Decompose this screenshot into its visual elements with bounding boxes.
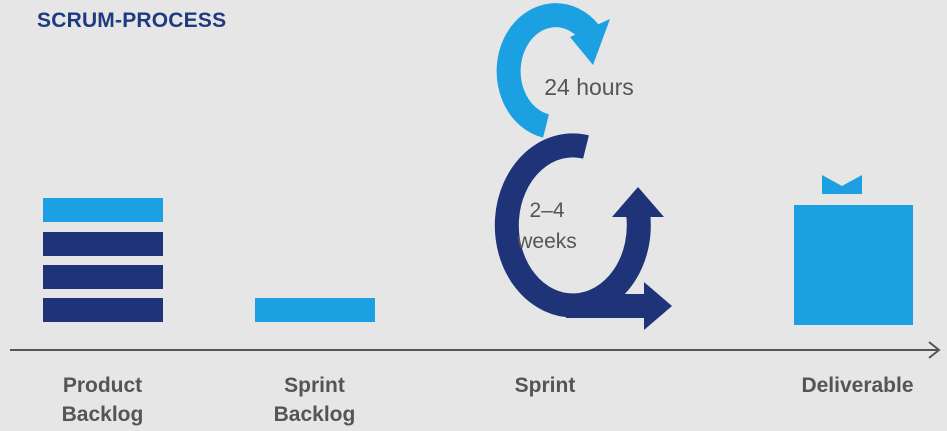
sprint-cycle-label: 2–4 weeks — [516, 199, 577, 253]
daily-cycle-label: 24 hours — [544, 74, 634, 100]
gift-box — [794, 205, 913, 325]
product-backlog-icon — [43, 198, 163, 322]
diagram-title: SCRUM-PROCESS — [37, 9, 227, 32]
gift-bow — [822, 175, 862, 194]
backlog-item — [43, 298, 163, 322]
daily-cycle-arrow-icon — [496, 3, 610, 138]
sprint-label-line: weeks — [516, 230, 577, 253]
daily-label-line: 24 hours — [544, 74, 634, 100]
stage-label-sprint-backlog: Sprint Backlog — [273, 374, 356, 426]
sprint-label-line: 2–4 — [529, 199, 564, 222]
stage-label-sprint: Sprint — [514, 374, 576, 397]
stage-label-product-backlog: Product Backlog — [61, 374, 144, 426]
daily-cycle-arrowhead — [570, 19, 610, 65]
backlog-item — [43, 265, 163, 289]
backlog-item — [43, 232, 163, 256]
sprint-cycle-arrowhead-right — [644, 282, 672, 330]
gift-box-icon — [794, 175, 913, 325]
backlog-item-light — [43, 198, 163, 222]
sprint-backlog-icon — [255, 298, 375, 322]
timeline-arrow — [10, 341, 941, 359]
stage-label-deliverable: Deliverable — [801, 374, 914, 397]
sprint-cycle-arrowhead-up — [612, 187, 664, 217]
sprint-cycle-arrow-icon — [494, 133, 672, 330]
